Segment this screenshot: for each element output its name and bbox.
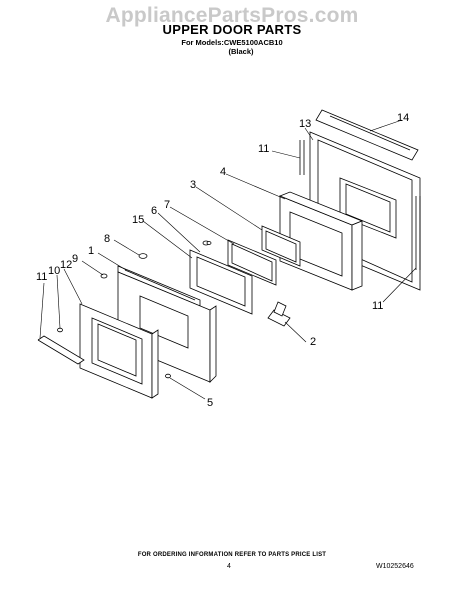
callout-9: 9 (72, 253, 79, 265)
callout-3: 3 (190, 179, 197, 191)
callout-14: 13 (299, 118, 312, 130)
callout-13: 11 (36, 271, 48, 283)
document-number: W10252646 (376, 563, 414, 570)
watermark: AppliancePartsPros.com (105, 4, 359, 27)
callout-1: 1 (88, 245, 95, 257)
ordering-note: FOR ORDERING INFORMATION REFER TO PARTS … (137, 552, 327, 558)
callout-6: 6 (151, 205, 158, 217)
callout-12: 12 (60, 259, 73, 271)
callout-4: 4 (220, 166, 227, 178)
model-line: For Models:CWE5100ACB10 (181, 38, 283, 47)
door-hinge (267, 301, 291, 327)
callout-11-bottom: 11 (372, 300, 384, 312)
glass-pack (189, 249, 253, 315)
callout-2: 2 (310, 336, 317, 348)
callout-16: 15 (132, 214, 145, 226)
outer-door-panel (278, 191, 364, 291)
callout-10: 10 (48, 265, 61, 277)
page-title: UPPER DOOR PARTS (162, 22, 302, 37)
color-line: (Black) (228, 47, 254, 56)
callout-15: 14 (397, 112, 410, 124)
callout-7: 7 (164, 199, 171, 211)
callout-5: 5 (207, 397, 214, 409)
callout-11-top: 11 (258, 143, 270, 155)
outer-door-glass (79, 303, 159, 399)
callout-8: 8 (104, 233, 111, 245)
inner-glass (227, 239, 277, 286)
top-trim-strip (315, 109, 419, 161)
page-number: 4 (227, 563, 231, 570)
insulation-pad (261, 225, 301, 267)
door-gasket (37, 335, 85, 365)
